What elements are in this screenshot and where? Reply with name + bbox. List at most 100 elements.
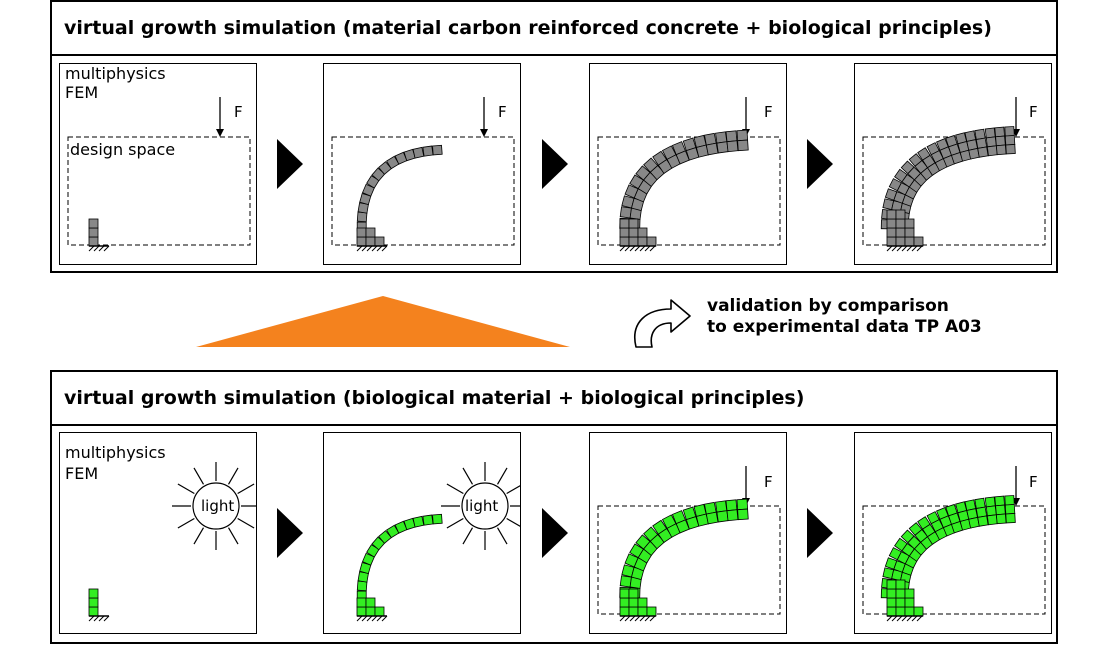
- ground-hatch: [916, 615, 923, 622]
- orange-triangle: [196, 296, 570, 347]
- bottom-frame-1-drawing: [88, 462, 256, 622]
- force-label: F: [1029, 103, 1038, 121]
- light-ray: [446, 517, 464, 529]
- ground-hatch: [649, 615, 656, 622]
- growth-cell: [977, 515, 989, 527]
- force-label: F: [764, 473, 773, 491]
- step-arrow-icon: [277, 508, 303, 558]
- force-label: F: [498, 103, 507, 121]
- growth-cell: [378, 530, 392, 544]
- bottom-panel-title: virtual growth simulation (biological ma…: [52, 372, 1056, 426]
- ground-hatch: [93, 245, 100, 252]
- ground-hatch: [906, 615, 913, 622]
- light-ray: [193, 527, 205, 545]
- growth-cell: [365, 227, 376, 238]
- ground-hatch: [624, 245, 631, 252]
- ground-hatch: [634, 615, 641, 622]
- growth-segment: [1004, 495, 1016, 524]
- growth-segment: [422, 145, 434, 157]
- bottom-frame-2: light: [323, 432, 521, 634]
- light-ray: [237, 517, 255, 529]
- growth-segment: [682, 506, 700, 530]
- ground-hatch: [366, 245, 373, 252]
- light-ray: [506, 485, 520, 495]
- growth-cell: [88, 218, 99, 229]
- light-ray: [446, 483, 464, 495]
- growth-segment: [725, 499, 739, 522]
- top-frame-2-drawing: [331, 97, 515, 252]
- growth-segment: [945, 134, 964, 165]
- design-space-box: [597, 505, 781, 615]
- growth-segment: [736, 129, 749, 152]
- growth-segment: [361, 183, 375, 197]
- growth-cell: [737, 508, 749, 521]
- growth-cell: [432, 144, 443, 156]
- step-arrow-icon: [542, 139, 568, 189]
- growth-segment: [974, 128, 989, 158]
- top-frame-3-drawing: [597, 97, 781, 252]
- top-frame-1-label-1: multiphysics: [65, 64, 166, 83]
- growth-segment: [422, 514, 434, 526]
- light-ray: [193, 467, 205, 485]
- ground-hatch: [88, 245, 95, 252]
- growth-cell: [628, 588, 639, 599]
- bottom-frame-3-drawing: [597, 466, 781, 622]
- top-frame-2: F: [323, 63, 521, 265]
- growth-cell: [675, 150, 690, 165]
- growth-cell: [361, 183, 375, 197]
- growth-cell: [895, 579, 906, 590]
- force-label: F: [234, 103, 243, 121]
- ground-hatch: [644, 245, 651, 252]
- light-ray: [462, 527, 474, 545]
- growth-segment: [900, 529, 928, 556]
- step-arrow-icon: [277, 139, 303, 189]
- design-space-box: [597, 136, 781, 246]
- growth-segment: [361, 552, 375, 566]
- growth-segment: [378, 161, 392, 175]
- validation-text: validation by comparison to experimental…: [707, 296, 982, 338]
- growth-cell: [637, 597, 648, 608]
- growth-segment: [974, 497, 989, 527]
- growth-segment: [704, 132, 719, 156]
- growth-segment: [412, 146, 425, 159]
- ground-hatch: [644, 615, 651, 622]
- light-ray: [506, 517, 520, 527]
- ground-hatch: [629, 615, 636, 622]
- top-frame-4: F: [854, 63, 1052, 265]
- growth-segment: [629, 174, 653, 195]
- growth-segment: [888, 547, 918, 569]
- light-label: light: [201, 497, 235, 515]
- ground-hatch: [371, 245, 378, 252]
- ground-hatch: [639, 245, 646, 252]
- growth-segment: [432, 513, 443, 525]
- growth-segment: [412, 515, 425, 528]
- ground-hatch: [98, 615, 105, 622]
- ground-hatch: [891, 615, 898, 622]
- ground-hatch: [356, 245, 363, 252]
- validation-line-1: validation by comparison: [707, 296, 949, 316]
- growth-cell: [422, 514, 434, 526]
- ground-hatch: [619, 245, 626, 252]
- ground-hatch: [88, 615, 95, 622]
- top-frame-1-drawing: [67, 97, 251, 252]
- ground-hatch: [911, 245, 918, 252]
- light-ray: [177, 483, 195, 495]
- design-space-box: [67, 136, 251, 246]
- step-arrow-icon: [542, 508, 568, 558]
- ground-hatch: [649, 245, 656, 252]
- bottom-frame-1-label-2: FEM: [65, 464, 99, 483]
- ground-hatch: [366, 615, 373, 622]
- light-label: light: [465, 497, 499, 515]
- light-ray: [496, 467, 508, 485]
- growth-cell: [422, 145, 434, 157]
- bottom-frame-2-drawing: [356, 462, 520, 622]
- growth-cell: [705, 142, 719, 156]
- top-frame-3: F: [589, 63, 787, 265]
- ground-hatch: [376, 245, 383, 252]
- ground-hatch: [619, 615, 626, 622]
- growth-cell: [637, 227, 648, 238]
- step-arrow-icon: [807, 508, 833, 558]
- growth-segment: [964, 130, 980, 160]
- growth-segment: [671, 510, 690, 534]
- ground-hatch: [103, 615, 110, 622]
